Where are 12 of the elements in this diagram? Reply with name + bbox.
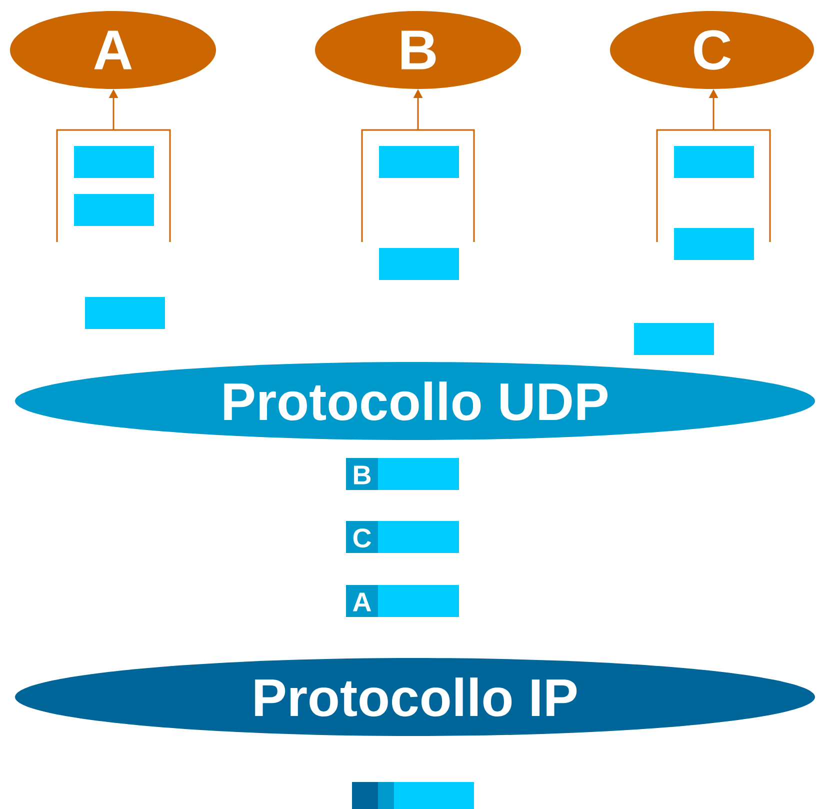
data-block — [674, 228, 754, 260]
segment-block: A — [346, 585, 459, 617]
segment-block: B — [346, 458, 459, 490]
data-block — [74, 194, 154, 226]
data-block — [74, 146, 154, 178]
data-block — [85, 297, 165, 329]
data-block — [634, 323, 714, 355]
data-block — [379, 248, 459, 280]
data-block — [379, 146, 459, 178]
data-block — [674, 146, 754, 178]
packet-block — [352, 782, 474, 809]
segment-block: C — [346, 521, 459, 553]
